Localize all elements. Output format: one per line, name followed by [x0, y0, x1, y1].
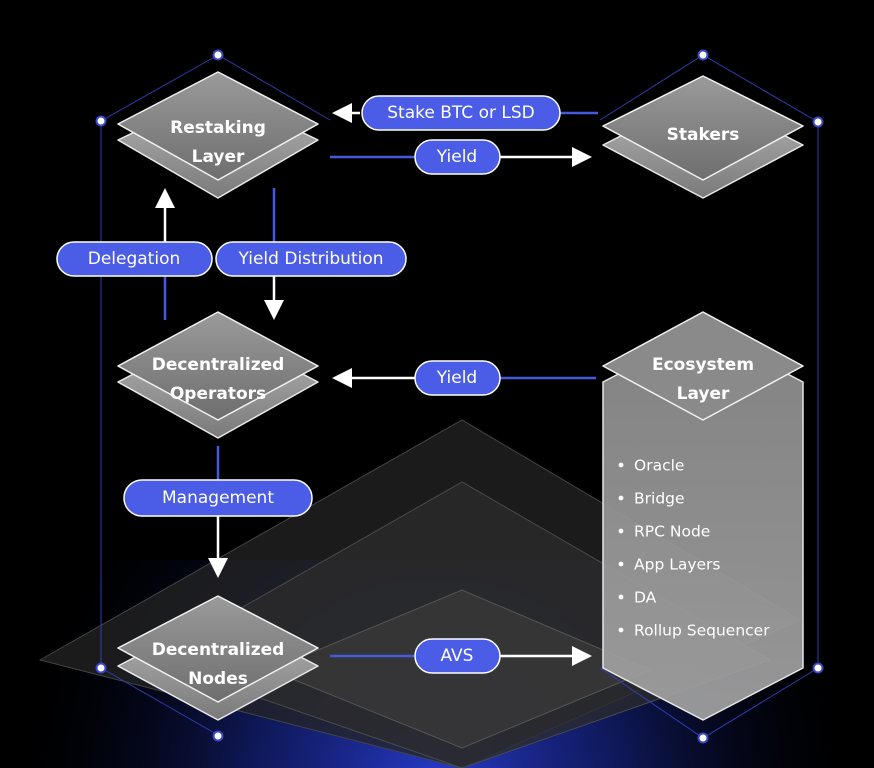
edge-stake-text: Stake BTC or LSD [387, 103, 534, 123]
ecosystem-list-item: Oracle [634, 457, 684, 475]
node-nodes-line2: Nodes [188, 669, 248, 689]
bullet-icon [618, 627, 624, 633]
bullet-icon [618, 528, 624, 534]
edge-label-stake: Stake BTC or LSD [361, 95, 561, 131]
node-stakers-line1: Stakers [667, 125, 740, 145]
node-operators-line2: Operators [170, 384, 266, 404]
ecosystem-list-item: Rollup Sequencer [634, 622, 770, 640]
node-ecosystem-line1: Ecosystem [652, 355, 754, 375]
frame-dot [697, 732, 709, 744]
edge-yield-distribution-text: Yield Distribution [237, 249, 383, 269]
ecosystem-list-item: RPC Node [634, 523, 710, 541]
node-restaking-layer: Restaking Layer [117, 71, 319, 199]
frame-dot [212, 730, 224, 742]
node-decentralized-nodes: Decentralized Nodes [117, 595, 319, 721]
frame-dot [212, 49, 224, 61]
edge-label-yield-top: Yield [414, 139, 501, 175]
bullet-icon [618, 495, 624, 501]
edge-label-management: Management [123, 479, 313, 517]
bullet-icon [618, 561, 624, 567]
edge-label-yield-distribution: Yield Distribution [215, 241, 407, 277]
connector-lines [163, 111, 598, 658]
node-decentralized-operators: Decentralized Operators [117, 311, 319, 439]
edge-label-delegation: Delegation [56, 241, 213, 277]
frame-lines [100, 54, 819, 739]
frame-dot [812, 116, 824, 128]
ecosystem-list-item: Bridge [634, 490, 685, 508]
node-restaking-line2: Layer [192, 147, 245, 167]
frame-dot [812, 662, 824, 674]
edge-yield-mid-text: Yield [436, 368, 477, 388]
ecosystem-list-item: App Layers [634, 556, 721, 574]
frame-dot [95, 662, 107, 674]
node-operators-line1: Decentralized [152, 355, 285, 375]
edge-label-yield-mid: Yield [414, 360, 501, 396]
arrows [155, 103, 592, 666]
node-stakers: Stakers [602, 75, 804, 199]
frame-dots [95, 49, 824, 744]
node-ecosystem-line2: Layer [677, 384, 730, 404]
frame-dot [95, 115, 107, 127]
edge-label-avs: AVS [414, 638, 501, 674]
bullet-icon [618, 462, 624, 468]
edge-management-text: Management [162, 488, 274, 508]
frame-dot [697, 49, 709, 61]
bullet-icon [618, 594, 624, 600]
node-restaking-line1: Restaking [170, 118, 266, 138]
edge-yield-top-text: Yield [436, 147, 477, 167]
edge-avs-text: AVS [441, 646, 474, 666]
edge-delegation-text: Delegation [88, 249, 181, 269]
ecosystem-list-item: DA [634, 589, 657, 607]
node-nodes-line1: Decentralized [152, 640, 285, 660]
